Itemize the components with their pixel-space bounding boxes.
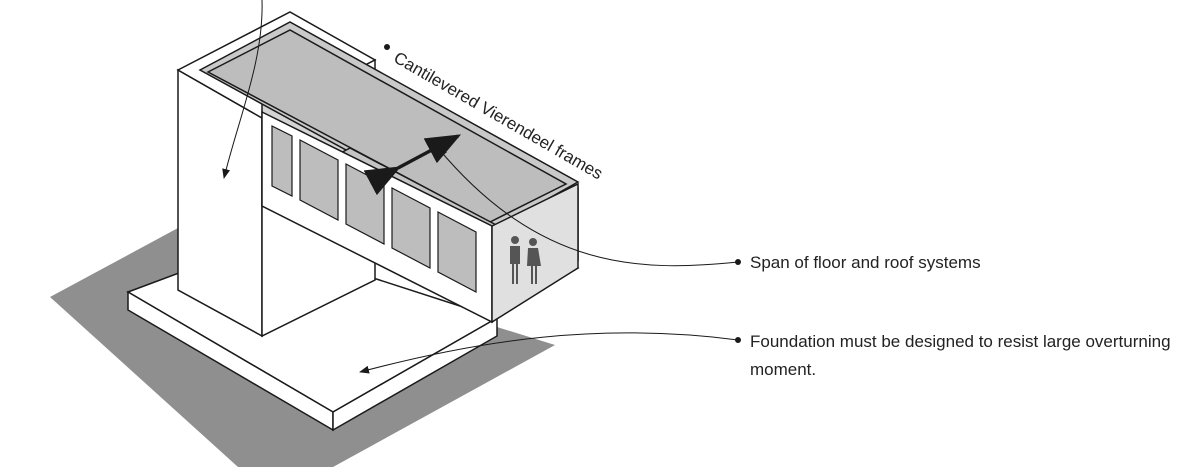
people-silhouettes [510,236,541,284]
span-arrow [363,134,462,196]
leader-lines [222,0,739,374]
foundation-bullet [735,337,741,343]
span-bullet [735,259,741,265]
span-label: Span of floor and roof systems [750,253,981,272]
foundation-label-line2: moment. [750,360,817,379]
frames-bullet [384,44,390,50]
foundation-label-line1: Foundation must be designed to resist la… [750,332,1171,351]
